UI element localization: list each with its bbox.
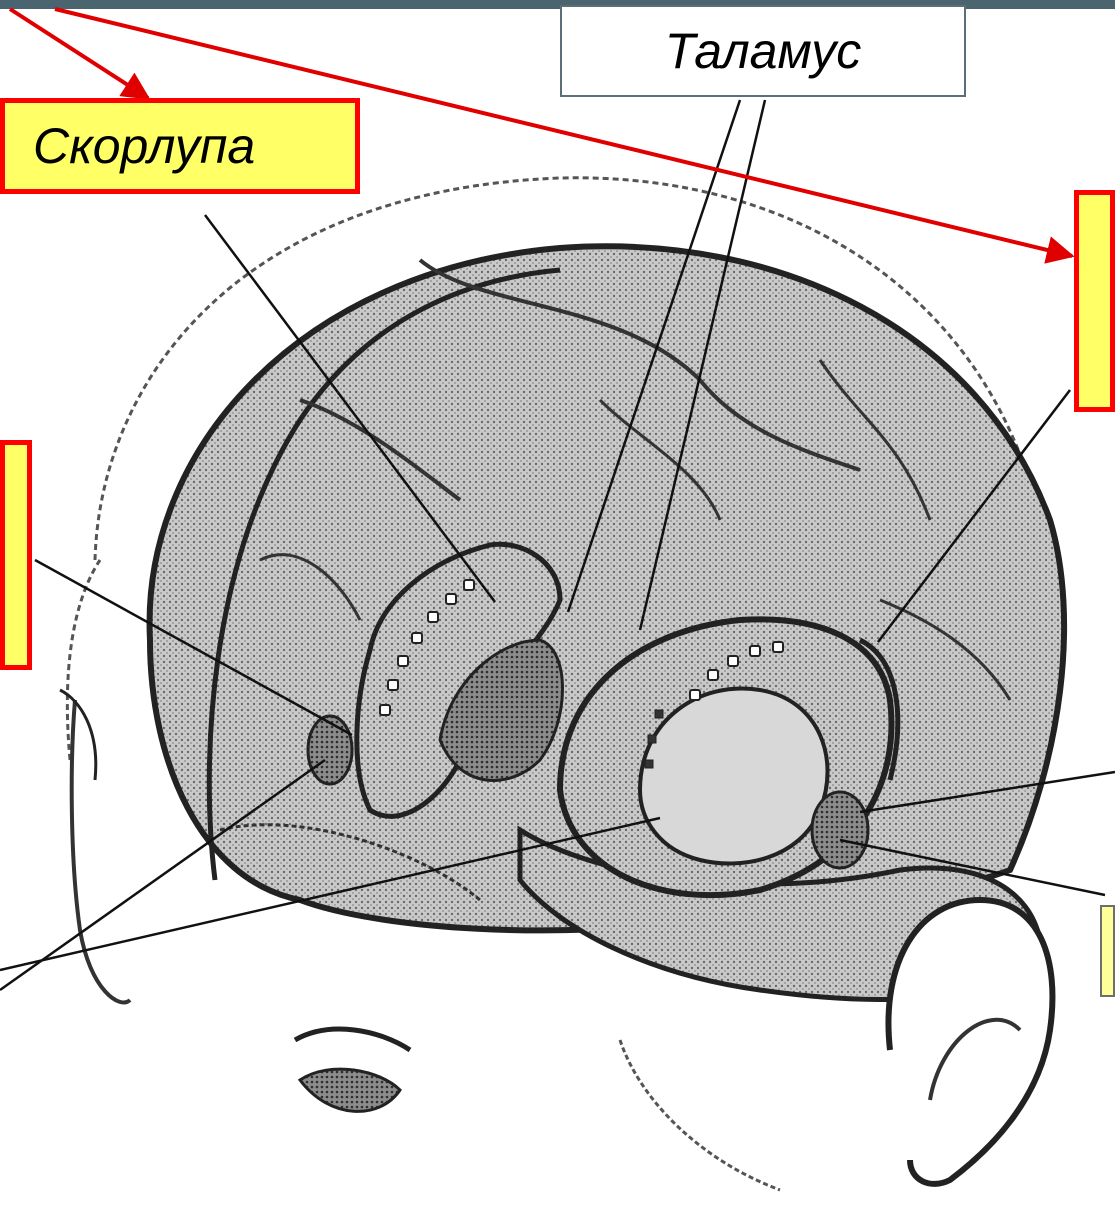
thalamus-label: Таламус (560, 5, 966, 97)
lower-right-label-box (1100, 905, 1115, 997)
left-edge-label-box (0, 440, 32, 670)
thalamus-label-text: Таламус (665, 22, 861, 80)
putamen-label: Скорлупа (0, 98, 360, 194)
right-edge-label-box (1074, 190, 1115, 412)
putamen-label-text: Скорлупа (33, 117, 255, 175)
